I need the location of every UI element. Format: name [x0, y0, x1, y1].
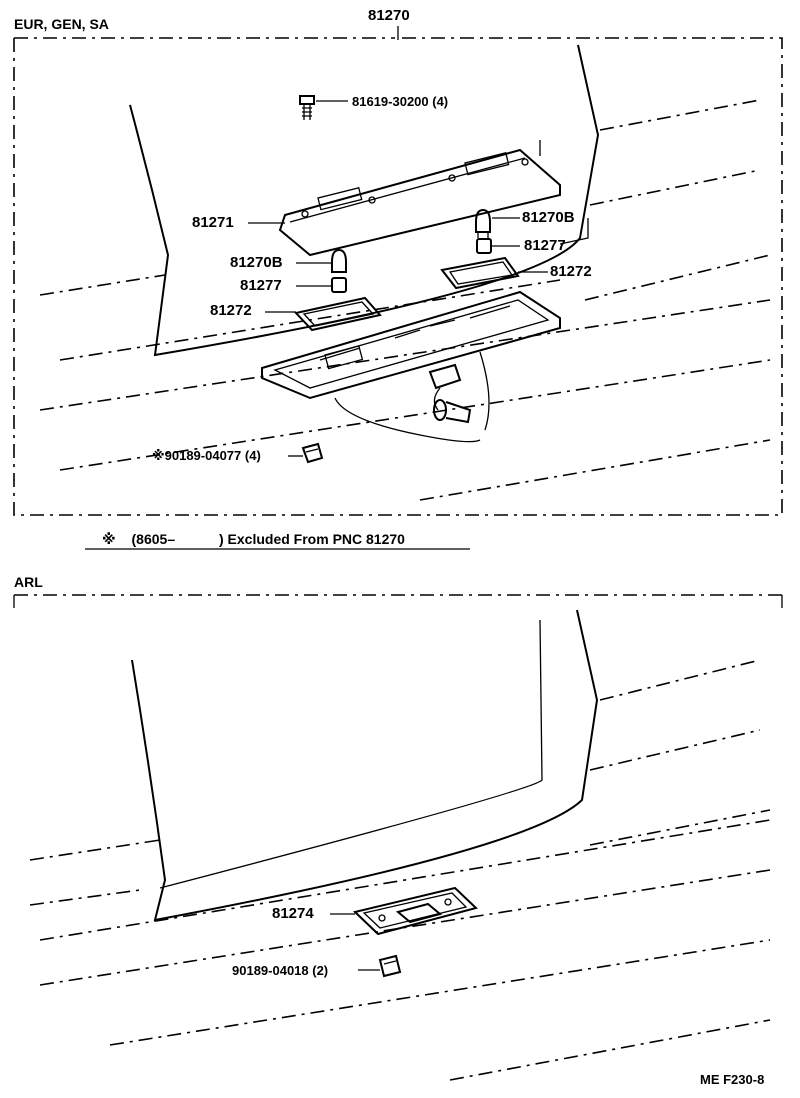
part-label-lens: 81271	[192, 214, 234, 231]
bulb-right	[475, 208, 491, 238]
part-label-clip-bottom: 90189-04018 (2)	[232, 963, 329, 978]
top-body-panel	[39, 44, 771, 501]
lens-part	[278, 148, 561, 257]
top-section-frame	[13, 26, 783, 516]
part-label-socket-left: 81277	[240, 277, 282, 294]
bulb-left	[331, 248, 347, 273]
wire-harness	[334, 351, 490, 443]
bottom-section-frame	[13, 594, 783, 608]
clip-part-top	[301, 442, 324, 464]
region-label-top: EUR, GEN, SA	[14, 16, 109, 32]
exclusion-note: ※ (8605– ) Excluded From PNC 81270	[102, 531, 405, 547]
clip-part-bottom	[358, 954, 402, 978]
leader-lines-top	[248, 100, 589, 457]
note-date-range: (8605–	[131, 531, 176, 547]
socket-right	[476, 238, 492, 254]
part-label-gasket-left: 81272	[210, 302, 252, 319]
part-label-gasket-right: 81272	[550, 263, 592, 280]
part-label-clip-top: ※90189-04077 (4)	[152, 448, 261, 464]
lamp-housing	[261, 290, 561, 400]
gasket-left	[294, 296, 382, 332]
note-symbol: ※	[102, 531, 116, 547]
part-label-lamp-bottom: 81274	[272, 905, 314, 922]
clip-part-number: 90189-04077 (4)	[164, 448, 261, 463]
gasket-right	[440, 256, 520, 290]
socket-left	[331, 277, 347, 293]
clip-marker-symbol: ※	[152, 448, 165, 463]
region-label-bottom: ARL	[14, 574, 43, 590]
bottom-body-panel	[29, 609, 771, 1081]
part-label-socket-right: 81277	[524, 237, 566, 254]
assembly-number: 81270	[368, 7, 410, 24]
note-text: ) Excluded From PNC 81270	[219, 531, 405, 547]
part-label-bulb-right: 81270B	[522, 209, 575, 226]
figure-code: ME F230-8	[700, 1072, 765, 1087]
lamp-part-bottom	[330, 886, 478, 936]
screw-part	[299, 95, 315, 120]
part-label-screw: 81619-30200 (4)	[352, 94, 449, 109]
part-label-bulb-left: 81270B	[230, 254, 283, 271]
